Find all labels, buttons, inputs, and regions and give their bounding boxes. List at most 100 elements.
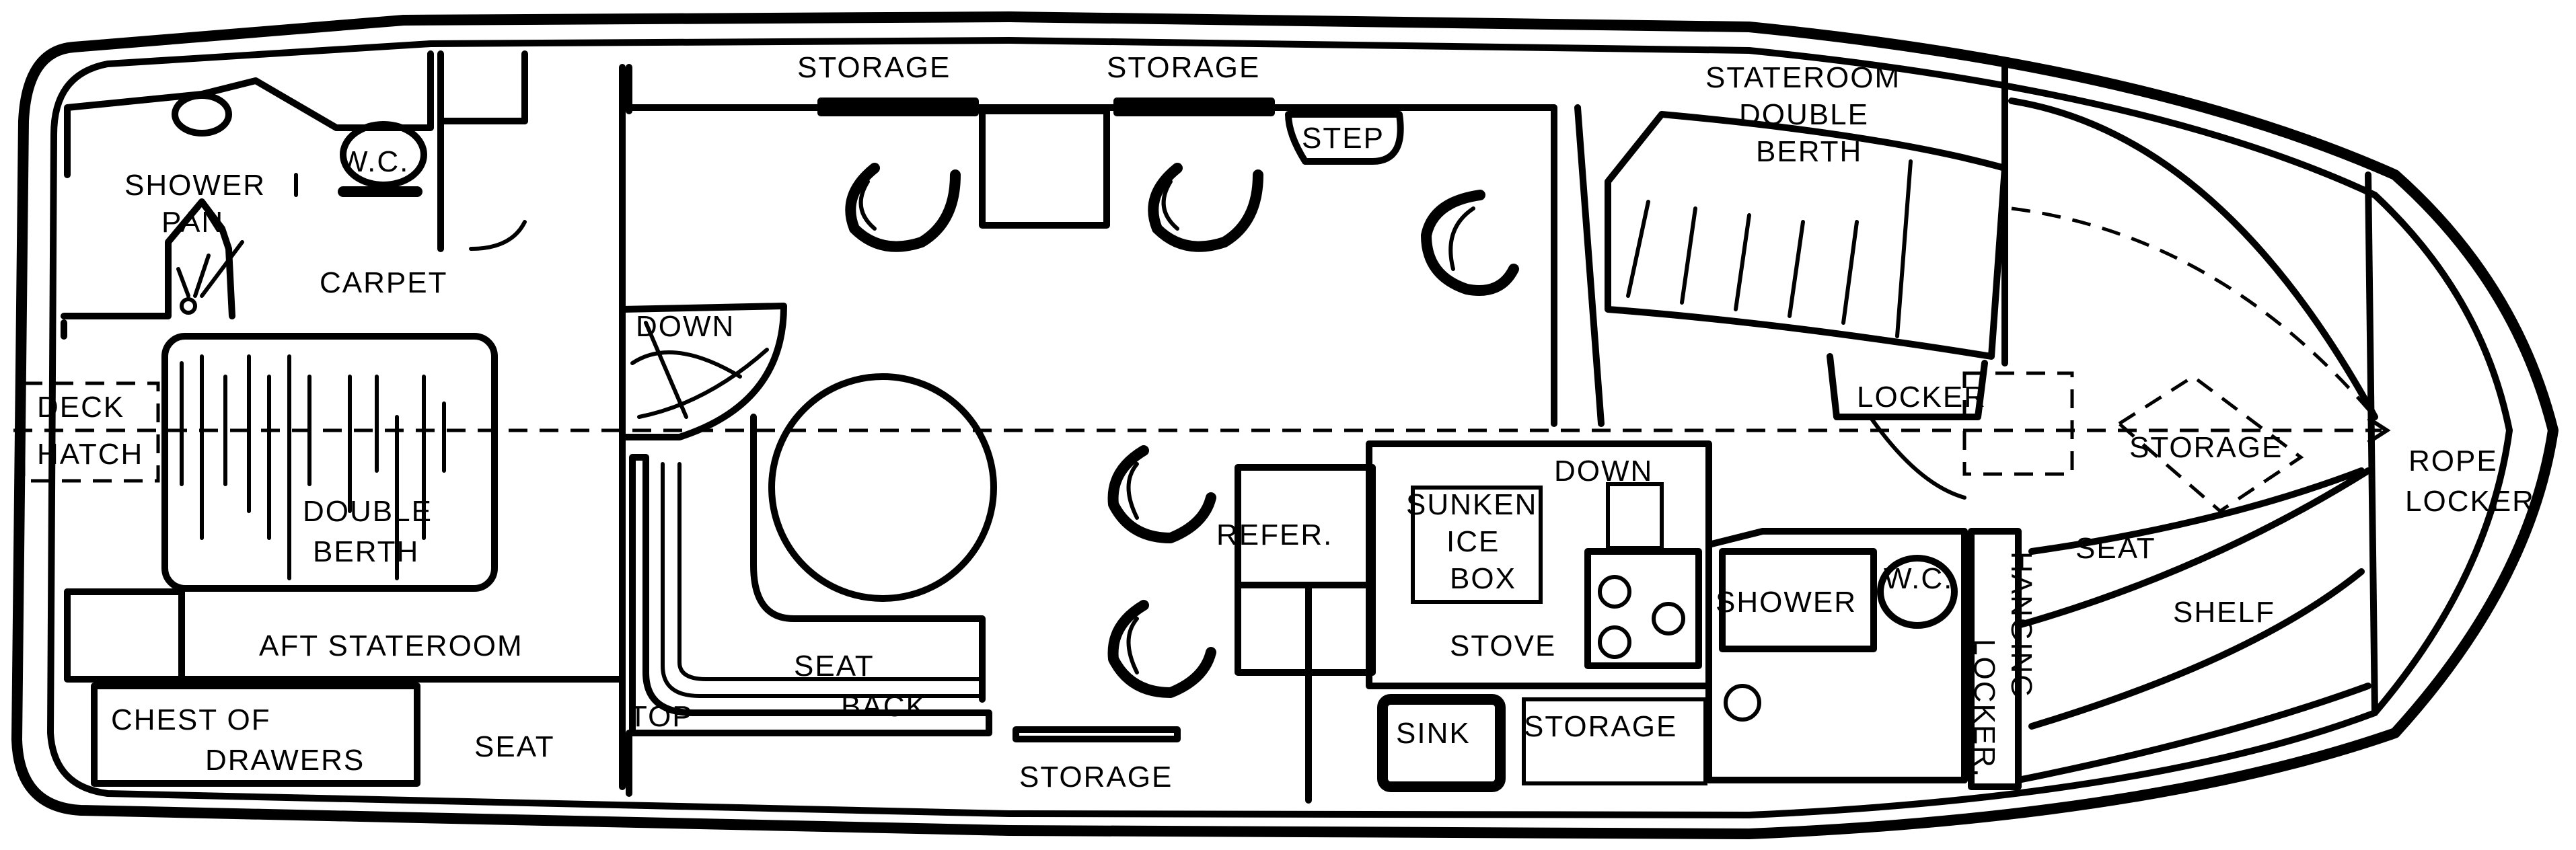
- fwd-stateroom-wall2: [1574, 104, 1605, 427]
- step: [1285, 111, 1404, 165]
- step-label: STEP: [1302, 122, 1385, 155]
- chair-2: [1148, 163, 1263, 252]
- burner-2: [1652, 602, 1685, 635]
- rope-locker-wall: [2365, 171, 2378, 716]
- chair-3: [1421, 190, 1519, 296]
- deck-hatch-label-2: HATCH: [37, 438, 143, 471]
- locker-wall: [1827, 353, 1988, 420]
- fwd-double-berth: [1605, 111, 2008, 360]
- chair-4: [1107, 445, 1216, 543]
- top-storage-1: [817, 98, 979, 116]
- settee: [629, 454, 992, 736]
- seat-fwd-label: SEAT: [2075, 532, 2156, 565]
- settee-dinette-back: [750, 414, 986, 703]
- storage-top-1-label: STORAGE: [797, 51, 951, 84]
- storage-top-2-label: STORAGE: [1107, 51, 1260, 84]
- locker-dashed: [1962, 371, 2074, 476]
- shower-fwd-label: SHOWER: [1716, 586, 1857, 619]
- inner-hull-line: [47, 37, 2513, 818]
- stairs-arc-2: [637, 348, 769, 419]
- top-storage-2: [1113, 98, 1275, 116]
- aft-berth: [161, 333, 498, 592]
- seat-back-label-1: SEAT: [794, 650, 875, 683]
- shower-pan-label-1: SHOWER: [124, 169, 266, 202]
- fwd-berth-stripes: [1626, 159, 1913, 338]
- top-label: TOP: [629, 700, 694, 733]
- sunken-label-1: SUNKEN: [1406, 488, 1537, 521]
- toilet-fwd: [1877, 555, 1958, 629]
- hanging-locker-label-1: HANGING: [2005, 551, 2038, 699]
- stove: [1584, 548, 1702, 669]
- drain-dot: [180, 297, 197, 315]
- fwd-hull-inner: [2008, 98, 2378, 420]
- fwd-stateroom-label-1: STATEROOM: [1705, 61, 1901, 94]
- carpet-label: CARPET: [320, 266, 447, 299]
- stairs-down-aft: [619, 303, 787, 440]
- wc-aft-label: W.C.: [340, 145, 409, 178]
- chest-of-drawers: [91, 683, 420, 787]
- storage-galley-label: STORAGE: [1524, 710, 1677, 743]
- seat-fwd-curve: [2028, 568, 2365, 730]
- refer-label: REFER.: [1216, 518, 1333, 551]
- door-swing: [469, 220, 527, 251]
- hanging-locker-label-2: LOCKER.: [1968, 639, 2001, 778]
- aft-berth-stripes: [180, 354, 446, 580]
- aft-head-top: [64, 50, 434, 178]
- pan-line-2: [193, 254, 211, 298]
- sink-label: SINK: [1396, 717, 1471, 750]
- stairs-down-galley: [1606, 482, 1664, 550]
- rope-locker-label-1: ROPE: [2408, 445, 2498, 477]
- shelf-curve-1: [2015, 467, 2371, 629]
- fwd-curve-line: [2011, 206, 2376, 418]
- locker-label: LOCKER: [1857, 381, 1987, 414]
- chest-label-2: DRAWERS: [205, 744, 365, 777]
- storage-bottom-label: STORAGE: [1019, 761, 1173, 794]
- chest-label-1: CHEST OF: [111, 703, 271, 736]
- bottom-storage: [1013, 726, 1181, 742]
- down-galley-label: DOWN: [1554, 455, 1653, 488]
- fwd-stateroom-label-3: BERTH: [1756, 135, 1862, 168]
- fwd-drain: [1724, 684, 1761, 722]
- sunken-label-2: ICE: [1446, 525, 1500, 558]
- hull-outline: [11, 11, 2559, 839]
- seat-aft-label: SEAT: [474, 730, 555, 763]
- shelf-curve-2: [2028, 467, 2365, 555]
- center-cabinet: [979, 108, 1110, 229]
- shelf-label: SHELF: [2173, 596, 2275, 629]
- settee-inner: [661, 462, 984, 698]
- stairs-arc: [630, 350, 742, 379]
- shower-drain: [172, 92, 232, 137]
- fwd-shower: [1719, 548, 1877, 652]
- fwd-head-wall: [1705, 528, 1968, 783]
- down-aft-label: DOWN: [636, 310, 735, 343]
- chair-1: [845, 163, 961, 252]
- storage-fwd-label: STORAGE: [2129, 431, 2283, 464]
- seat-back-label-2: BACK: [841, 690, 927, 723]
- fwd-stateroom-label-2: DOUBLE: [1739, 98, 1869, 131]
- fwd-storage-dashed: [2116, 374, 2304, 514]
- pan-line-1: [176, 267, 190, 298]
- shower-pan-label-2: PAN: [161, 206, 224, 239]
- deck-hatch: [22, 381, 160, 483]
- deck-hatch-label-1: DECK: [37, 391, 124, 424]
- hanging-locker-curve: [2015, 683, 2371, 783]
- stove-label: STOVE: [1450, 629, 1556, 662]
- seat-back-line: [677, 462, 984, 681]
- locker-arc: [1868, 415, 1966, 500]
- hanging-locker: [1968, 528, 2022, 790]
- aft-stateroom-wall: [64, 588, 626, 683]
- aft-head-wall: [61, 198, 235, 319]
- double-berth-label-2: BERTH: [313, 535, 419, 568]
- stairs-line-1: [644, 321, 688, 419]
- aft-stateroom-label: AFT STATEROOM: [259, 629, 523, 662]
- pan-line-3: [200, 240, 244, 298]
- rope-locker-label-2: LOCKER: [2405, 485, 2535, 518]
- toilet-aft: [340, 121, 427, 188]
- sunken-ice-box: [1411, 486, 1543, 604]
- sunken-label-3: BOX: [1450, 562, 1516, 595]
- double-berth-label-1: DOUBLE: [303, 495, 433, 528]
- sink: [1377, 694, 1506, 792]
- burner-3: [1598, 625, 1631, 659]
- wc-fwd-label: W.C.: [1884, 562, 1953, 595]
